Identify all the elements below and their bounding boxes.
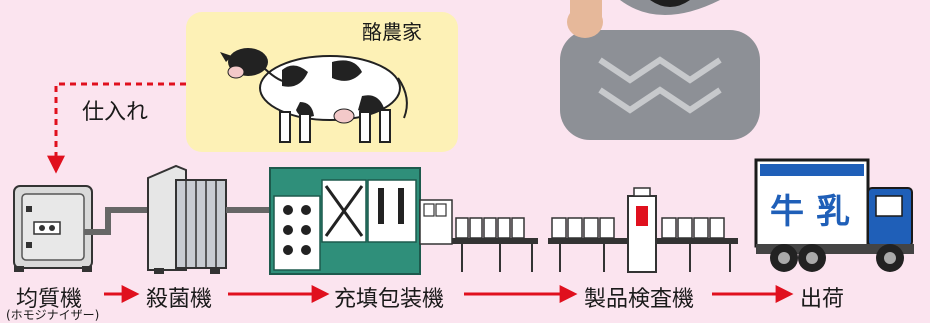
pipe-1 — [84, 207, 148, 235]
filling-machine-icon — [269, 167, 453, 275]
supply-dashed-arrow — [47, 82, 186, 174]
step-label-filling: 充填包装機 — [334, 287, 445, 312]
step-label-shipping: 出荷 — [800, 287, 845, 312]
inspection-machine-icon — [548, 187, 738, 273]
truck-text-1: 牛 — [770, 192, 804, 232]
sterilizer-icon — [147, 164, 227, 274]
supply-label: 仕入れ — [82, 100, 149, 125]
dairy-farm-label: 酪農家 — [362, 20, 422, 44]
truck-text-2: 乳 — [816, 192, 850, 232]
step-label-homogenizer: 均質機 — [16, 287, 83, 312]
conveyor-belt — [452, 217, 538, 272]
milk-truck-icon — [754, 158, 914, 272]
step-label-inspection: 製品検査機 — [584, 287, 695, 312]
step-label-sterilizer: 殺菌機 — [146, 287, 213, 312]
presenter-figure — [560, 0, 760, 140]
homogenizer-icon — [13, 185, 93, 272]
cow-icon — [220, 48, 408, 143]
step-sublabel-homogenizer: (ホモジナイザー) — [6, 308, 100, 322]
